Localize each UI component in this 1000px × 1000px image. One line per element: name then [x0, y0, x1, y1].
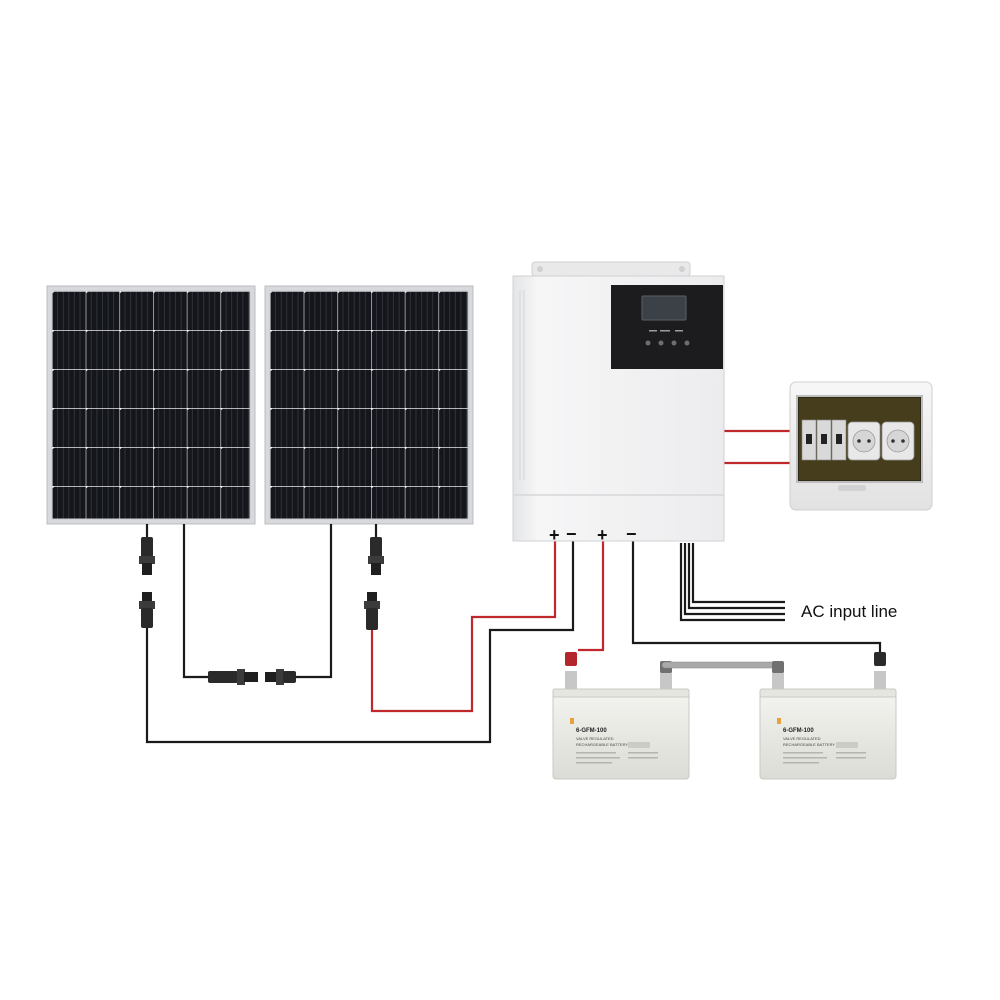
- battery-2-negative-terminal: [874, 671, 886, 689]
- wires-red: [370, 429, 790, 713]
- battery-1-positive-terminal: [565, 671, 577, 689]
- battery-1-model: 6-GFM-100: [576, 728, 607, 734]
- battery-1-line1: VALVE REGULATED: [576, 736, 614, 741]
- inverter-battery-plus-label: +: [597, 525, 608, 545]
- wire-ac-4: [691, 543, 785, 604]
- inverter-battery-minus-label: −: [626, 524, 637, 544]
- wire-pv-negative: [145, 540, 575, 744]
- wire-battery-positive: [578, 540, 605, 652]
- mc4-connector-panel2-top: [368, 537, 384, 575]
- battery-1: 6-GFM-100 VALVE REGULATED RECHARGEABLE B…: [552, 652, 690, 780]
- wires-black: [145, 524, 882, 744]
- solar-panel-1: [46, 285, 256, 525]
- breaker-switches: [801, 419, 847, 461]
- mc4-connector-panel2-bottom: [364, 592, 380, 630]
- mc4-connector-series-left: [208, 669, 258, 685]
- inverter-lcd: [641, 295, 687, 321]
- wire-battery-negative: [631, 540, 882, 652]
- battery-2: 6-GFM-100 VALVE REGULATED RECHARGEABLE B…: [759, 652, 897, 780]
- battery-1-negative-terminal: [660, 671, 672, 689]
- battery-2-model: 6-GFM-100: [783, 728, 814, 734]
- mc4-connector-panel1-bottom: [139, 592, 155, 628]
- battery-2-line2: RECHARGEABLE BATTERY: [783, 742, 835, 747]
- ac-input-line-label: AC input line: [801, 602, 897, 621]
- wire-ac-1: [679, 543, 785, 622]
- power-sockets: [847, 421, 915, 461]
- breaker-box: [789, 381, 933, 511]
- inverter-buttons: [645, 340, 690, 346]
- wire-pv-positive: [370, 540, 557, 713]
- battery-series-link: [661, 661, 781, 669]
- inverter: + − + −: [512, 261, 725, 545]
- battery-2-positive-terminal: [772, 671, 784, 689]
- inverter-pv-plus-label: +: [549, 525, 560, 545]
- solar-panel-2: [264, 285, 474, 525]
- inverter-pv-minus-label: −: [566, 524, 577, 544]
- wire-ac-2: [683, 543, 785, 616]
- wire-series-link: [182, 524, 208, 679]
- battery-1-line2: RECHARGEABLE BATTERY: [576, 742, 628, 747]
- battery-2-line1: VALVE REGULATED: [783, 736, 821, 741]
- wire-ac-3: [687, 543, 785, 610]
- mc4-connector-series-right: [265, 669, 296, 685]
- mc4-connector-panel1-top: [139, 537, 155, 575]
